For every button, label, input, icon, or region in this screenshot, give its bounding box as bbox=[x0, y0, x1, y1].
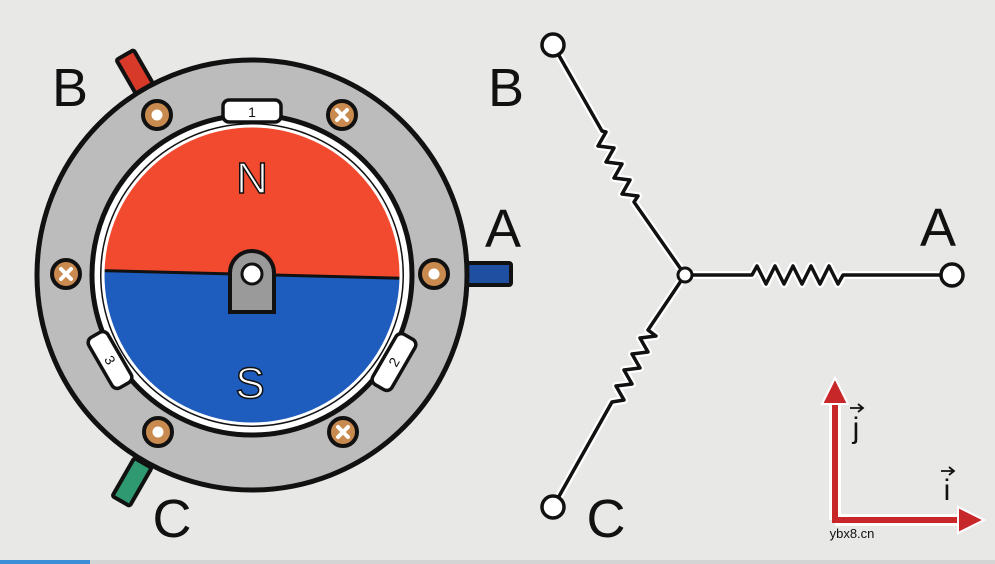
bottom-divider bbox=[0, 560, 995, 564]
bolt-dot-top-left bbox=[141, 99, 173, 131]
rotor-shaft bbox=[228, 249, 276, 314]
bottom-progress bbox=[0, 560, 90, 564]
circuit-label-b: B bbox=[488, 58, 524, 118]
phase-a-wire bbox=[463, 261, 513, 287]
terminal-c bbox=[540, 494, 566, 520]
rotor-south-label: S bbox=[235, 359, 264, 408]
bolt-x-left bbox=[50, 258, 82, 290]
wye-circuit bbox=[549, 41, 956, 511]
i-vector-arrow-icon bbox=[941, 466, 956, 476]
neutral-node bbox=[676, 266, 694, 284]
j-unit-label: j bbox=[852, 412, 860, 445]
motor-label-a: A bbox=[485, 199, 521, 259]
winding-slot-2: 2 bbox=[370, 331, 418, 393]
i-unit-label: i bbox=[944, 474, 951, 507]
circuit-label-a: A bbox=[920, 198, 956, 258]
rotor-north-label: N bbox=[236, 154, 268, 203]
wire-a bbox=[683, 264, 954, 286]
circuit-label-c: C bbox=[587, 489, 626, 549]
terminal-a bbox=[939, 262, 965, 288]
bolt-x-top-right bbox=[326, 99, 358, 131]
j-vector-arrow-icon bbox=[850, 403, 865, 413]
winding-slot-3: 3 bbox=[86, 329, 134, 391]
motor-label-b: B bbox=[52, 58, 88, 118]
bolt-x-bottom-right bbox=[327, 416, 359, 448]
wire-b bbox=[551, 43, 687, 277]
coordinate-axes: j i bbox=[820, 375, 987, 535]
watermark-text: ybx8.cn bbox=[830, 526, 875, 541]
winding-slot-1: 1 bbox=[221, 98, 283, 124]
terminal-b bbox=[540, 32, 566, 58]
motor-label-c: C bbox=[153, 489, 192, 549]
bolt-dot-bottom-left bbox=[142, 416, 174, 448]
bolt-dot-right bbox=[418, 258, 450, 290]
wire-c bbox=[551, 273, 687, 509]
slot-1-label: 1 bbox=[248, 104, 256, 120]
